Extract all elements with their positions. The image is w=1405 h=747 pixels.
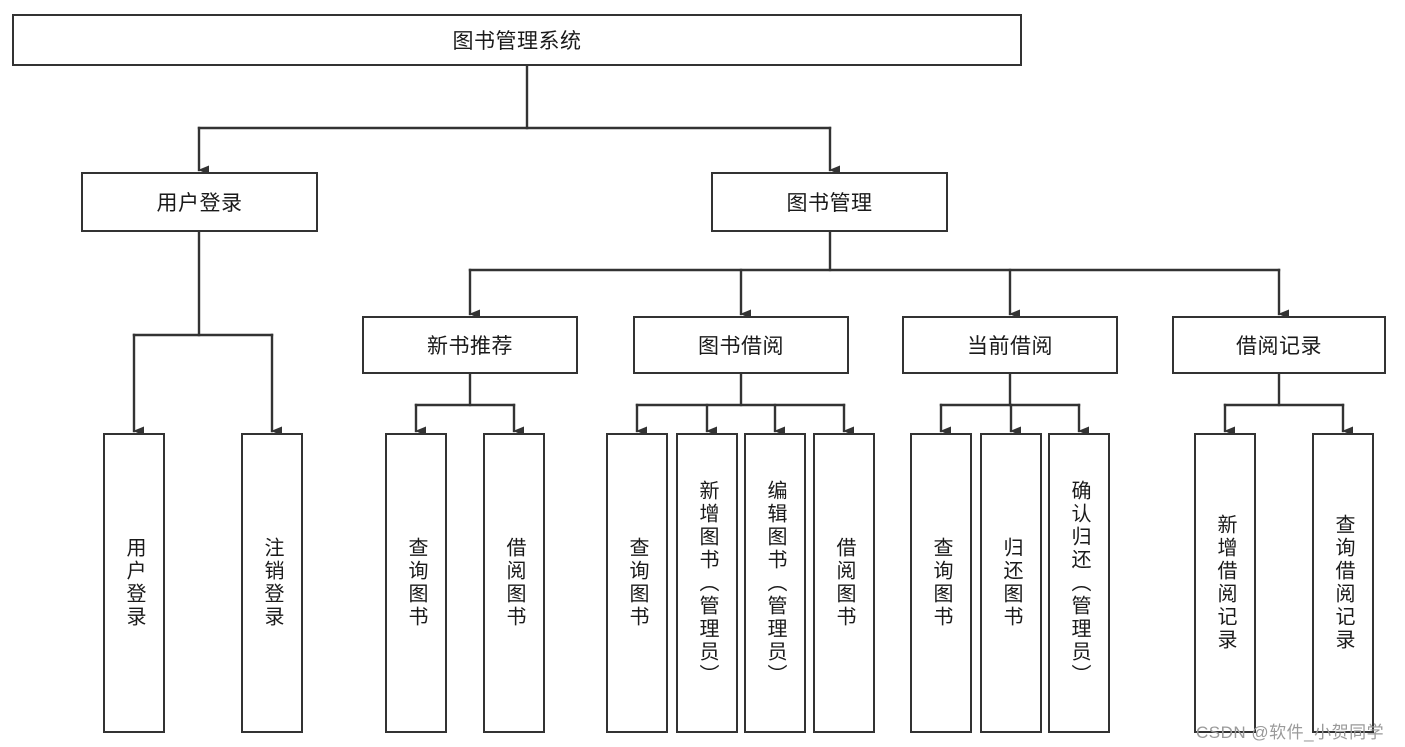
node-label: 编辑图书（管理员）: [764, 479, 786, 687]
node-leaf-borrow-book-rec[interactable]: 借阅图书: [483, 433, 545, 733]
node-label: 查询图书: [930, 537, 952, 629]
node-leaf-user-login[interactable]: 用户登录: [103, 433, 165, 733]
node-label: 新书推荐: [427, 335, 513, 358]
node-leaf-confirm-return-admin[interactable]: 确认归还（管理员）: [1048, 433, 1110, 733]
node-label: 确认归还（管理员）: [1068, 479, 1090, 687]
node-label: 查询借阅记录: [1332, 514, 1354, 652]
node-leaf-query-book-current[interactable]: 查询图书: [910, 433, 972, 733]
node-label: 图书管理系统: [452, 30, 582, 53]
node-label: 借阅记录: [1236, 335, 1322, 358]
node-root[interactable]: 图书管理系统: [12, 14, 1022, 66]
node-new-book-rec[interactable]: 新书推荐: [362, 316, 578, 374]
node-label: 新增图书（管理员）: [696, 479, 718, 687]
node-leaf-borrow-book[interactable]: 借阅图书: [813, 433, 875, 733]
node-user-login[interactable]: 用户登录: [81, 172, 318, 232]
node-label: 图书借阅: [698, 335, 784, 358]
node-label: 注销登录: [261, 537, 283, 629]
node-leaf-edit-book-admin[interactable]: 编辑图书（管理员）: [744, 433, 806, 733]
node-leaf-logout[interactable]: 注销登录: [241, 433, 303, 733]
connector-lines: [132, 64, 1353, 436]
node-label: 归还图书: [1000, 537, 1022, 629]
node-leaf-return-book[interactable]: 归还图书: [980, 433, 1042, 733]
node-label: 图书管理: [786, 192, 873, 215]
node-leaf-query-book-borrow[interactable]: 查询图书: [606, 433, 668, 733]
node-label: 当前借阅: [967, 335, 1053, 358]
node-label: 新增借阅记录: [1214, 514, 1236, 652]
node-label: 用户登录: [123, 537, 145, 629]
node-current-borrow[interactable]: 当前借阅: [902, 316, 1118, 374]
node-label: 用户登录: [156, 192, 243, 215]
node-label: 查询图书: [626, 537, 648, 629]
node-leaf-add-borrow-record[interactable]: 新增借阅记录: [1194, 433, 1256, 733]
node-label: 查询图书: [405, 537, 427, 629]
node-leaf-add-book-admin[interactable]: 新增图书（管理员）: [676, 433, 738, 733]
node-label: 借阅图书: [503, 537, 525, 629]
node-label: 借阅图书: [833, 537, 855, 629]
node-leaf-query-borrow-record[interactable]: 查询借阅记录: [1312, 433, 1374, 733]
csdn-watermark: CSDN @软件_小贺同学: [1196, 723, 1385, 742]
node-borrow-record[interactable]: 借阅记录: [1172, 316, 1386, 374]
node-leaf-query-book-rec[interactable]: 查询图书: [385, 433, 447, 733]
node-book-borrow[interactable]: 图书借阅: [633, 316, 849, 374]
node-book-manage[interactable]: 图书管理: [711, 172, 948, 232]
